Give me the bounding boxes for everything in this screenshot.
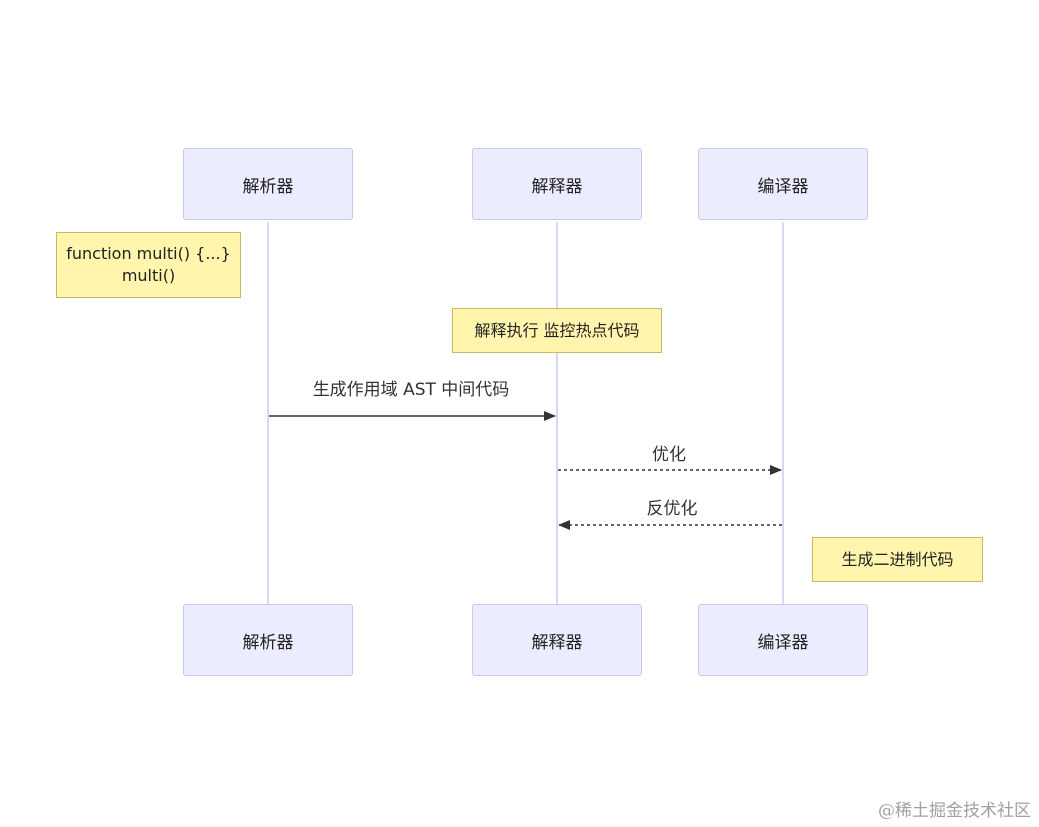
actor-compiler-label: 编译器 bbox=[757, 176, 809, 197]
actor-interpreter-bottom: 解释器 bbox=[472, 604, 642, 676]
note-source-code: function multi() {...} multi() bbox=[56, 232, 241, 298]
note-interpret-monitor: 解释执行 监控热点代码 bbox=[452, 308, 662, 353]
note-interpret-monitor-text: 解释执行 监控热点代码 bbox=[474, 320, 640, 340]
actor-parser-label: 解析器 bbox=[242, 176, 294, 197]
actor-parser-label: 解析器 bbox=[242, 632, 294, 653]
watermark-text: @稀土掘金技术社区 bbox=[878, 801, 1031, 821]
note-gen-binary-text: 生成二进制代码 bbox=[841, 549, 954, 569]
actor-compiler-bottom: 编译器 bbox=[698, 604, 868, 676]
note-code-line-2: multi() bbox=[121, 266, 176, 285]
actor-interpreter-label: 解释器 bbox=[531, 632, 583, 653]
actor-parser-top: 解析器 bbox=[183, 148, 353, 220]
actor-interpreter-label: 解释器 bbox=[531, 176, 583, 197]
note-gen-binary: 生成二进制代码 bbox=[812, 537, 983, 582]
note-code-line-1: function multi() {...} bbox=[66, 244, 231, 263]
actor-parser-bottom: 解析器 bbox=[183, 604, 353, 676]
actor-compiler-top: 编译器 bbox=[698, 148, 868, 220]
actor-interpreter-top: 解释器 bbox=[472, 148, 642, 220]
message-generate-scope-ast: 生成作用域 AST 中间代码 bbox=[312, 380, 510, 400]
actor-compiler-label: 编译器 bbox=[757, 632, 809, 653]
message-optimize: 优化 bbox=[652, 445, 686, 465]
message-deoptimize: 反优化 bbox=[646, 499, 698, 519]
